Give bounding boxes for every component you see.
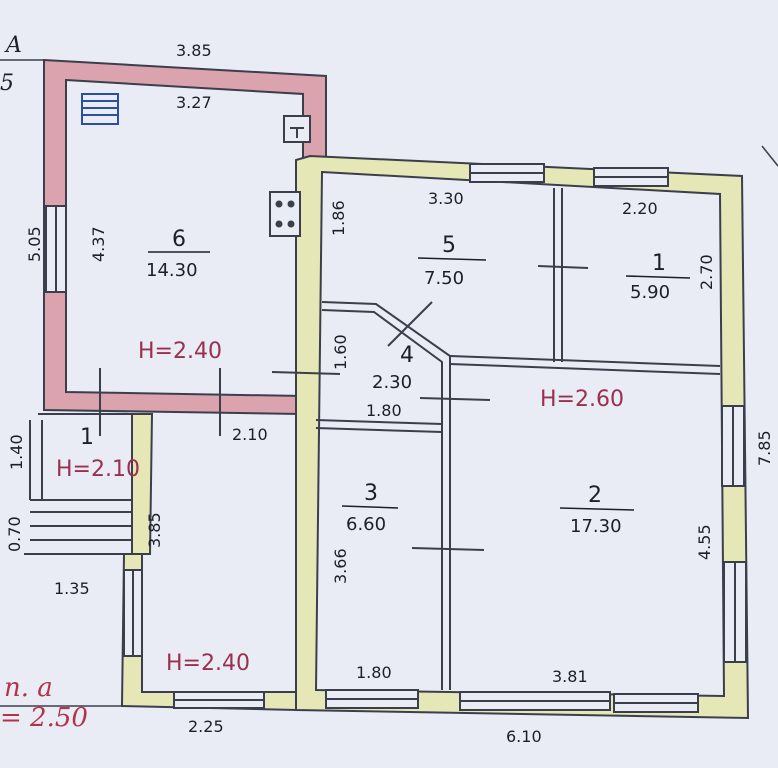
door-marks (271, 265, 589, 551)
room-5-number: 5 (442, 233, 456, 258)
dim-2-20: 2.20 (622, 199, 658, 218)
room-2-height: Н=2.60 (540, 387, 624, 412)
room-1b-height: Н=2.10 (56, 457, 140, 482)
dim-7-85: 7.85 (755, 430, 774, 466)
main-house-walls (295, 154, 750, 720)
dim-3-30: 3.30 (428, 189, 464, 208)
porch-outline (24, 368, 221, 555)
room-1a-divider (625, 275, 691, 279)
dim-3-81: 3.81 (552, 667, 588, 686)
dim-1-86: 1.86 (329, 200, 348, 236)
section-line-right (761, 145, 778, 167)
dim-1-80-room4: 1.80 (366, 401, 402, 420)
room-4-area: 2.30 (372, 372, 412, 393)
corner-mark-left: 5 (0, 71, 14, 96)
room-2-divider (559, 507, 635, 511)
room-1a-number: 1 (652, 251, 666, 276)
dim-3-27: 3.27 (176, 93, 212, 112)
room-6-area: 14.30 (146, 260, 198, 281)
dim-5-05: 5.05 (25, 226, 44, 262)
room-3-area: 6.60 (346, 514, 386, 535)
dim-3-85-top: 3.85 (176, 41, 212, 60)
bottom-left-value: = 2.50 (0, 703, 88, 733)
dim-4-55: 4.55 (695, 524, 714, 560)
dim-1-35: 1.35 (54, 579, 90, 598)
dim-2-10: 2.10 (232, 425, 268, 444)
room-3-number: 3 (364, 481, 378, 506)
veranda-height: Н=2.40 (166, 651, 250, 676)
room-3-divider (341, 505, 399, 509)
room-5-area: 7.50 (424, 268, 464, 289)
section-mark: A (4, 33, 22, 58)
dim-3-66: 3.66 (331, 548, 350, 584)
dim-4-37: 4.37 (89, 226, 108, 262)
windows (45, 163, 747, 713)
room-6-height: Н=2.40 (138, 339, 222, 364)
dim-0-70: 0.70 (5, 516, 24, 552)
dim-3-85-vertical: 3.85 (145, 512, 164, 548)
room-1a-area: 5.90 (630, 282, 670, 303)
dim-1-80-bottom: 1.80 (356, 663, 392, 682)
stove-icon (269, 191, 301, 237)
dim-2-70: 2.70 (697, 254, 716, 290)
dim-1-60: 1.60 (331, 334, 350, 370)
bottom-left-mark: п. а (4, 673, 53, 703)
room-4-number: 4 (400, 343, 414, 368)
room-5-divider (417, 257, 487, 261)
heater-icon (81, 93, 119, 125)
dim-1-40: 1.40 (7, 434, 26, 470)
partitions (315, 188, 721, 690)
room-1b-number: 1 (80, 425, 94, 450)
room-6-number: 6 (172, 227, 186, 252)
room-2-area: 17.30 (570, 516, 622, 537)
room-2-number: 2 (588, 483, 602, 508)
dim-2-25: 2.25 (188, 717, 224, 736)
sink-icon (283, 115, 311, 143)
dim-6-10: 6.10 (506, 727, 542, 746)
